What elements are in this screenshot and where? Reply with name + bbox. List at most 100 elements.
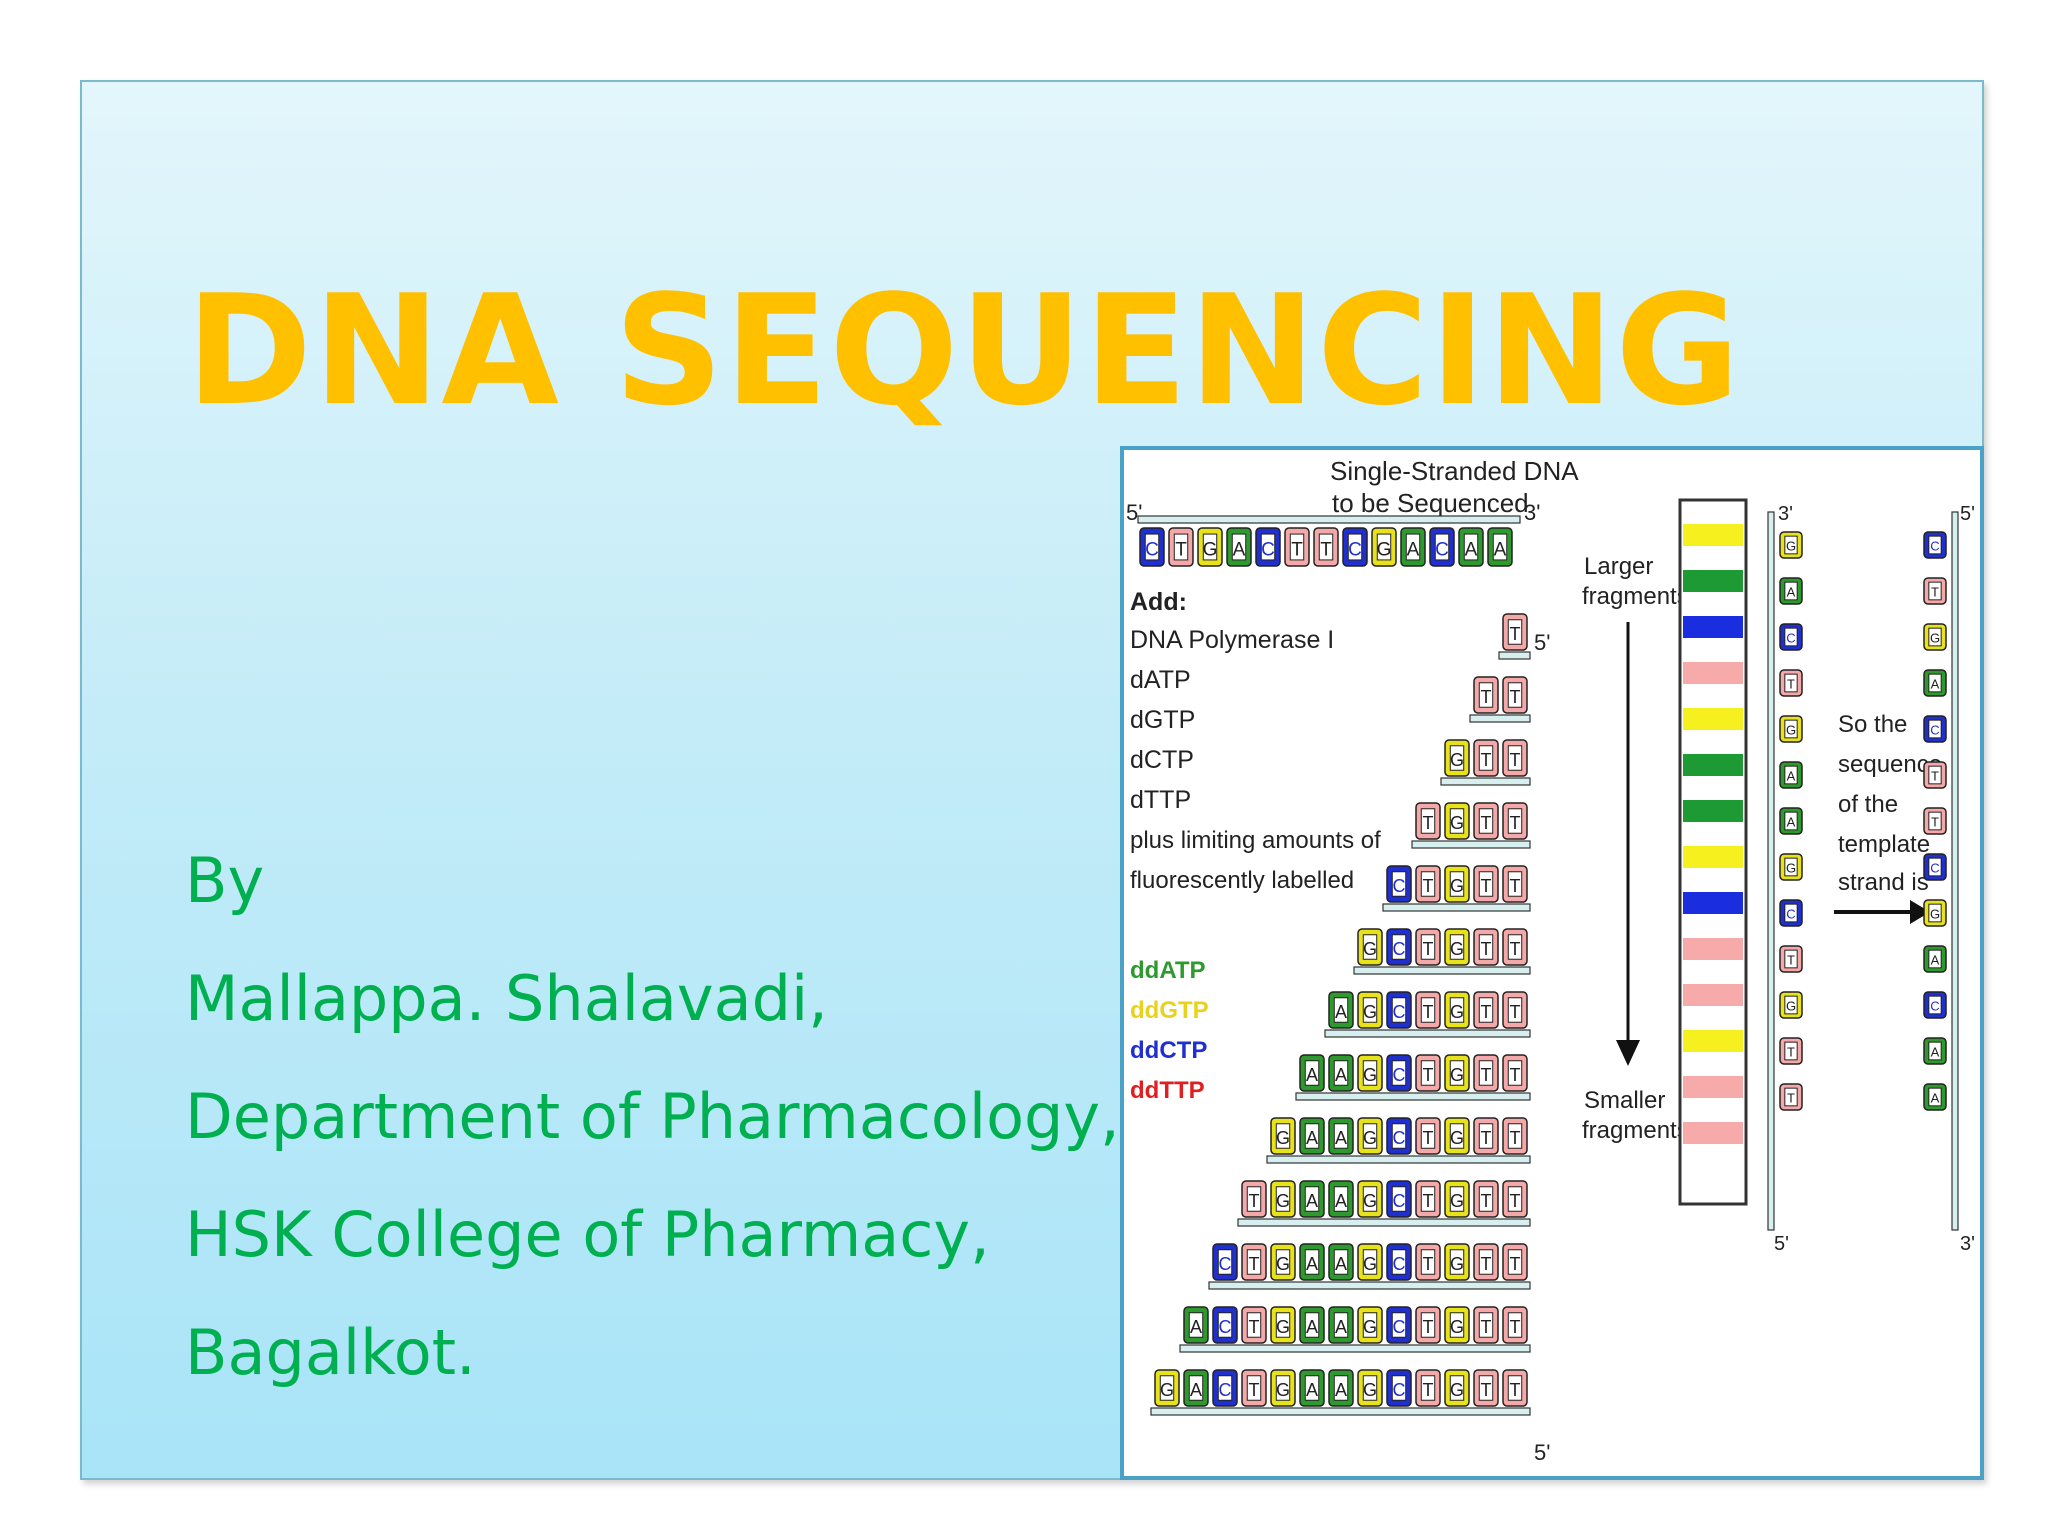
fragment-base-c: C bbox=[1212, 1369, 1238, 1407]
svg-text:T: T bbox=[1931, 769, 1939, 784]
svg-text:T: T bbox=[1510, 1191, 1521, 1211]
svg-text:C: C bbox=[1930, 539, 1939, 554]
template-3prime-label: 3' bbox=[1524, 500, 1540, 525]
gel-band-pink bbox=[1683, 662, 1743, 684]
svg-text:A: A bbox=[1335, 1002, 1347, 1022]
svg-text:G: G bbox=[1930, 907, 1940, 922]
fragment-base-a: A bbox=[1328, 1054, 1354, 1092]
svg-text:T: T bbox=[1787, 1045, 1795, 1060]
gel-band-green bbox=[1683, 754, 1743, 776]
svg-text:C: C bbox=[1261, 539, 1275, 560]
reagent-polymerase: DNA Polymerase I bbox=[1130, 626, 1334, 654]
svg-text:T: T bbox=[1481, 1128, 1492, 1148]
svg-text:T: T bbox=[1510, 939, 1521, 959]
svg-text:T: T bbox=[1481, 1065, 1492, 1085]
read-base-g: G bbox=[1779, 853, 1803, 881]
gel-band-blue bbox=[1683, 892, 1743, 914]
fragment-base-t: T bbox=[1502, 613, 1528, 651]
svg-text:T: T bbox=[1510, 1128, 1521, 1148]
svg-text:G: G bbox=[1786, 539, 1796, 554]
svg-text:A: A bbox=[1335, 1128, 1347, 1148]
svg-text:T: T bbox=[1510, 876, 1521, 896]
fragment-backbone bbox=[1150, 1407, 1531, 1416]
fragment-base-g: G bbox=[1270, 1180, 1296, 1218]
fragment-base-g: G bbox=[1357, 1117, 1383, 1155]
template-base-c: C bbox=[1429, 527, 1455, 567]
fragment-base-t: T bbox=[1473, 865, 1499, 903]
fragment-base-c: C bbox=[1386, 1306, 1412, 1344]
svg-text:G: G bbox=[1450, 939, 1464, 959]
diagram-heading-line2: to be Sequenced bbox=[1332, 488, 1529, 518]
svg-text:T: T bbox=[1423, 1254, 1434, 1274]
svg-text:A: A bbox=[1233, 539, 1246, 560]
read-base-c: C bbox=[1779, 623, 1803, 651]
fragment-base-t: T bbox=[1415, 1117, 1441, 1155]
fragment-base-t: T bbox=[1415, 928, 1441, 966]
svg-text:A: A bbox=[1306, 1128, 1318, 1148]
svg-text:A: A bbox=[1190, 1317, 1202, 1337]
fragment-base-g: G bbox=[1270, 1117, 1296, 1155]
fragment-base-t: T bbox=[1502, 1054, 1528, 1092]
fragment-base-g: G bbox=[1444, 1054, 1470, 1092]
fragment-base-a: A bbox=[1328, 1180, 1354, 1218]
read-base-c: C bbox=[1779, 899, 1803, 927]
svg-text:T: T bbox=[1481, 876, 1492, 896]
fragment-base-t: T bbox=[1473, 676, 1499, 714]
svg-text:A: A bbox=[1931, 677, 1940, 692]
read-base-t: T bbox=[1779, 669, 1803, 697]
gel-band-pink bbox=[1683, 938, 1743, 960]
fragment-base-g: G bbox=[1270, 1306, 1296, 1344]
fragment-base-t: T bbox=[1415, 991, 1441, 1029]
fragment-base-t: T bbox=[1473, 739, 1499, 777]
svg-text:T: T bbox=[1510, 750, 1521, 770]
limiting-text-line2: fluorescently labelled bbox=[1130, 867, 1354, 894]
result-strand-3prime: 3' bbox=[1960, 1233, 1975, 1255]
read-base-a: A bbox=[1779, 761, 1803, 789]
svg-text:G: G bbox=[1363, 939, 1377, 959]
result-base-g: G bbox=[1923, 623, 1947, 651]
svg-text:T: T bbox=[1931, 815, 1939, 830]
svg-text:T: T bbox=[1510, 1002, 1521, 1022]
result-base-t: T bbox=[1923, 807, 1947, 835]
svg-text:C: C bbox=[1219, 1380, 1232, 1400]
fragment-base-a: A bbox=[1299, 1369, 1325, 1407]
gel-band-yellow bbox=[1683, 846, 1743, 868]
limiting-text-line1: plus limiting amounts of bbox=[1130, 827, 1381, 854]
svg-text:G: G bbox=[1377, 539, 1392, 560]
reagent-datp: dATP bbox=[1130, 666, 1191, 694]
fragment-base-t: T bbox=[1502, 1180, 1528, 1218]
svg-text:C: C bbox=[1393, 1380, 1406, 1400]
fragment-base-c: C bbox=[1212, 1243, 1238, 1281]
svg-text:C: C bbox=[1393, 876, 1406, 896]
svg-text:A: A bbox=[1306, 1065, 1318, 1085]
fragment-base-c: C bbox=[1386, 991, 1412, 1029]
read-base-g: G bbox=[1779, 531, 1803, 559]
conclusion-line1: So the bbox=[1838, 711, 1907, 738]
read-base-a: A bbox=[1779, 807, 1803, 835]
svg-text:T: T bbox=[1481, 1317, 1492, 1337]
fragment-base-t: T bbox=[1502, 802, 1528, 840]
svg-text:T: T bbox=[1175, 539, 1187, 560]
svg-text:T: T bbox=[1423, 939, 1434, 959]
fragment-base-c: C bbox=[1386, 928, 1412, 966]
dideoxy-ddgtp: ddGTP bbox=[1130, 997, 1209, 1024]
svg-text:A: A bbox=[1306, 1191, 1318, 1211]
fragment-base-t: T bbox=[1473, 1243, 1499, 1281]
fragment-base-g: G bbox=[1357, 928, 1383, 966]
template-base-a: A bbox=[1458, 527, 1484, 567]
template-base-g: G bbox=[1371, 527, 1397, 567]
fragment-base-a: A bbox=[1328, 1369, 1354, 1407]
result-base-a: A bbox=[1923, 1083, 1947, 1111]
fragment-base-g: G bbox=[1357, 1306, 1383, 1344]
svg-text:G: G bbox=[1276, 1317, 1290, 1337]
fragment-base-g: G bbox=[1357, 1054, 1383, 1092]
fragment-base-g: G bbox=[1444, 1117, 1470, 1155]
svg-text:T: T bbox=[1787, 1091, 1795, 1106]
template-base-g: G bbox=[1197, 527, 1223, 567]
template-base-t: T bbox=[1313, 527, 1339, 567]
fragment-base-t: T bbox=[1502, 865, 1528, 903]
conclusion-line4: template bbox=[1838, 831, 1930, 858]
svg-text:C: C bbox=[1930, 723, 1939, 738]
fragment-base-a: A bbox=[1299, 1117, 1325, 1155]
svg-text:T: T bbox=[1249, 1317, 1260, 1337]
